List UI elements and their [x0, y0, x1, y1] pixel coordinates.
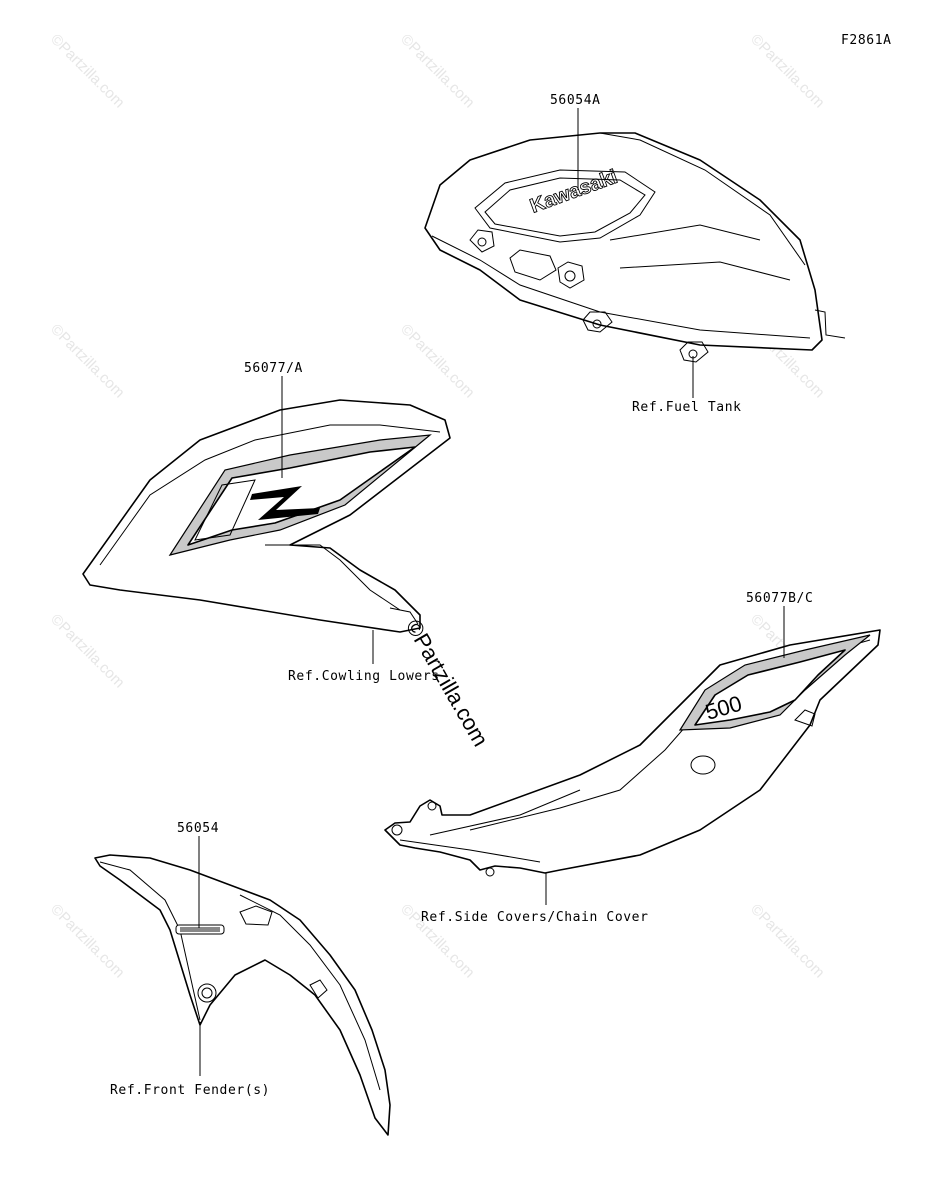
fender-reference: Ref.Front Fender(s): [110, 1083, 270, 1098]
cowling-part-number: 56077/A: [244, 361, 303, 376]
tank-reference: Ref.Fuel Tank: [632, 400, 742, 415]
watermark: ©Partzilla.com: [47, 611, 128, 692]
watermark: ©Partzilla.com: [397, 321, 478, 402]
front-fender-drawing: [94, 854, 391, 1136]
side-cover-reference: Ref.Side Covers/Chain Cover: [421, 910, 649, 925]
fuel-tank-drawing: Kawasaki: [424, 132, 846, 363]
watermark: ©Partzilla.com: [397, 31, 478, 112]
side-cover-drawing: 500: [384, 629, 881, 877]
watermark: ©Partzilla.com: [47, 31, 128, 112]
cowling-drawing: [82, 399, 451, 633]
figure-code: F2861A: [841, 33, 892, 48]
fender-part-number: 56054: [177, 821, 219, 836]
watermark: ©Partzilla.com: [747, 31, 828, 112]
watermark: ©Partzilla.com: [47, 901, 128, 982]
cowling-reference: Ref.Cowling Lowers: [288, 669, 440, 684]
watermark: ©Partzilla.com: [47, 321, 128, 402]
side-cover-part-number: 56077B/C: [746, 591, 813, 606]
tank-part-number: 56054A: [550, 93, 601, 108]
watermark: ©Partzilla.com: [747, 901, 828, 982]
